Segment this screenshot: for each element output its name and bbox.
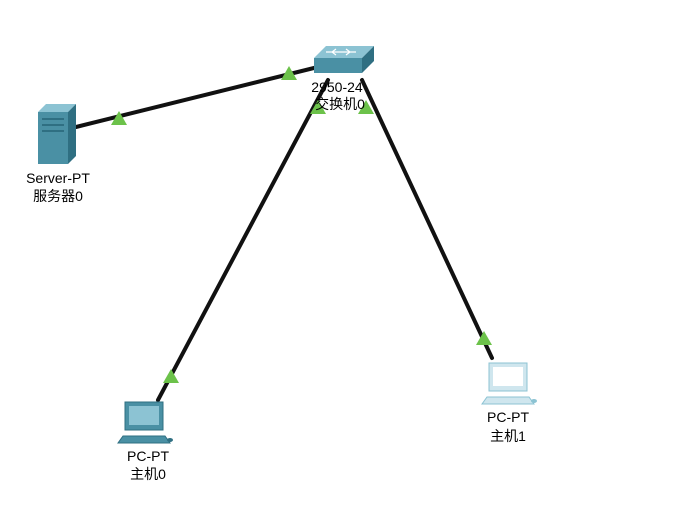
switch-node[interactable]: 2950-24 交换机0 xyxy=(311,46,374,112)
link-status-up-icon xyxy=(281,66,297,80)
links xyxy=(74,64,494,402)
pc1-model-label: PC-PT xyxy=(487,409,529,425)
switch-model-label: 2950-24 xyxy=(311,79,363,95)
link-status-indicators xyxy=(111,66,492,383)
pc1-node[interactable]: PC-PT 主机1 xyxy=(481,362,537,444)
link-switch-pc0[interactable] xyxy=(156,78,330,402)
pc0-name-label: 主机0 xyxy=(130,466,166,482)
pc0-model-label: PC-PT xyxy=(127,448,169,464)
pc0-node[interactable]: PC-PT 主机0 xyxy=(117,401,173,482)
link-status-up-icon xyxy=(111,111,127,125)
link-status-up-icon xyxy=(476,331,492,345)
link-status-up-icon xyxy=(358,100,374,114)
pc1-name-label: 主机1 xyxy=(490,428,526,444)
link-status-up-icon xyxy=(163,369,179,383)
link-switch-pc1[interactable] xyxy=(360,78,494,360)
server-model-label: Server-PT xyxy=(26,170,90,186)
pc-icon xyxy=(481,362,537,405)
link-status-up-icon xyxy=(310,100,326,114)
server-icon xyxy=(38,104,76,164)
server-name-label: 服务器0 xyxy=(33,188,83,204)
server-node[interactable]: Server-PT 服务器0 xyxy=(26,104,90,204)
pc-icon xyxy=(117,401,173,444)
switch-icon xyxy=(314,46,374,73)
switch-name-label: 交换机0 xyxy=(315,96,365,112)
